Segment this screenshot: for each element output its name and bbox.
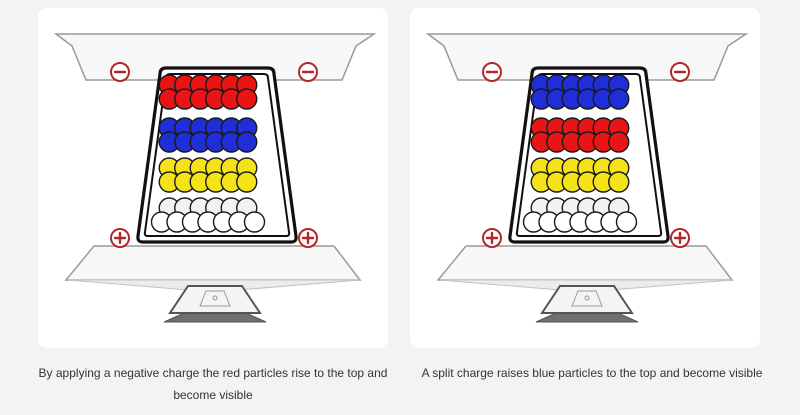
viewer-aperture (571, 290, 603, 307)
red-particle (236, 88, 258, 110)
top-electrode-plate (53, 33, 377, 81)
yellow-particle-row (158, 157, 258, 193)
blue-particle (236, 131, 258, 153)
viewer-aperture (199, 290, 231, 307)
white-particle-row (150, 197, 266, 233)
red-particle (608, 131, 630, 153)
white-particle (615, 211, 638, 233)
white-particle-row (522, 197, 638, 233)
panel-blue-top (410, 8, 760, 348)
blue-particle (608, 88, 630, 110)
red-particle-row (530, 117, 630, 153)
minus-circle-icon (670, 62, 690, 82)
yellow-particle (236, 171, 258, 193)
plus-circle-icon (298, 228, 318, 248)
bottom-electrode-plate (436, 245, 734, 281)
minus-circle-icon (482, 62, 502, 82)
yellow-particle (608, 171, 630, 193)
red-particle-row (158, 74, 258, 110)
plus-circle-icon (482, 228, 502, 248)
viewer-dot (212, 295, 218, 301)
viewer-base (535, 312, 639, 323)
minus-circle-icon (110, 62, 130, 82)
electrophoretic-cell-diagram (425, 33, 749, 323)
top-electrode-plate (425, 33, 749, 81)
bottom-electrode-plate (64, 245, 362, 281)
plus-circle-icon (670, 228, 690, 248)
caption-left: By applying a negative charge the red pa… (38, 366, 388, 402)
minus-circle-icon (298, 62, 318, 82)
plus-circle-icon (110, 228, 130, 248)
yellow-particle-row (530, 157, 630, 193)
viewer-base (163, 312, 267, 323)
blue-particle-row (158, 117, 258, 153)
blue-particle-row (530, 74, 630, 110)
viewer-dot (584, 295, 590, 301)
caption-right: A split charge raises blue particles to … (421, 366, 763, 380)
electrophoretic-cell-diagram (53, 33, 377, 323)
panel-red-top (38, 8, 388, 348)
white-particle (243, 211, 266, 233)
